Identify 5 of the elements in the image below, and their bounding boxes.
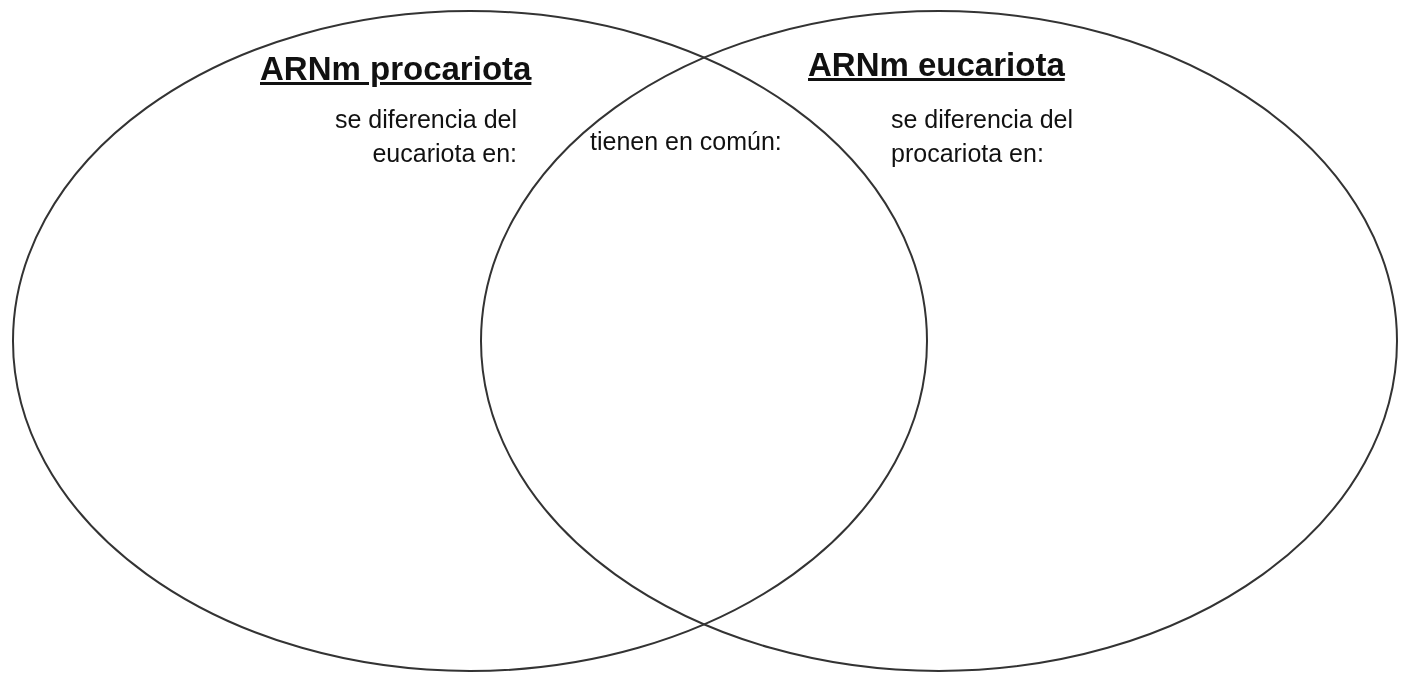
- description-text: se diferencia del eucariota en:: [333, 104, 517, 169]
- circle-heading: ARNm procariota: [260, 50, 532, 88]
- circle-heading: ARNm eucariota: [808, 46, 1065, 84]
- description-text: se diferencia del procariota en:: [891, 104, 1075, 169]
- overlap-label: tienen en común:: [590, 126, 782, 157]
